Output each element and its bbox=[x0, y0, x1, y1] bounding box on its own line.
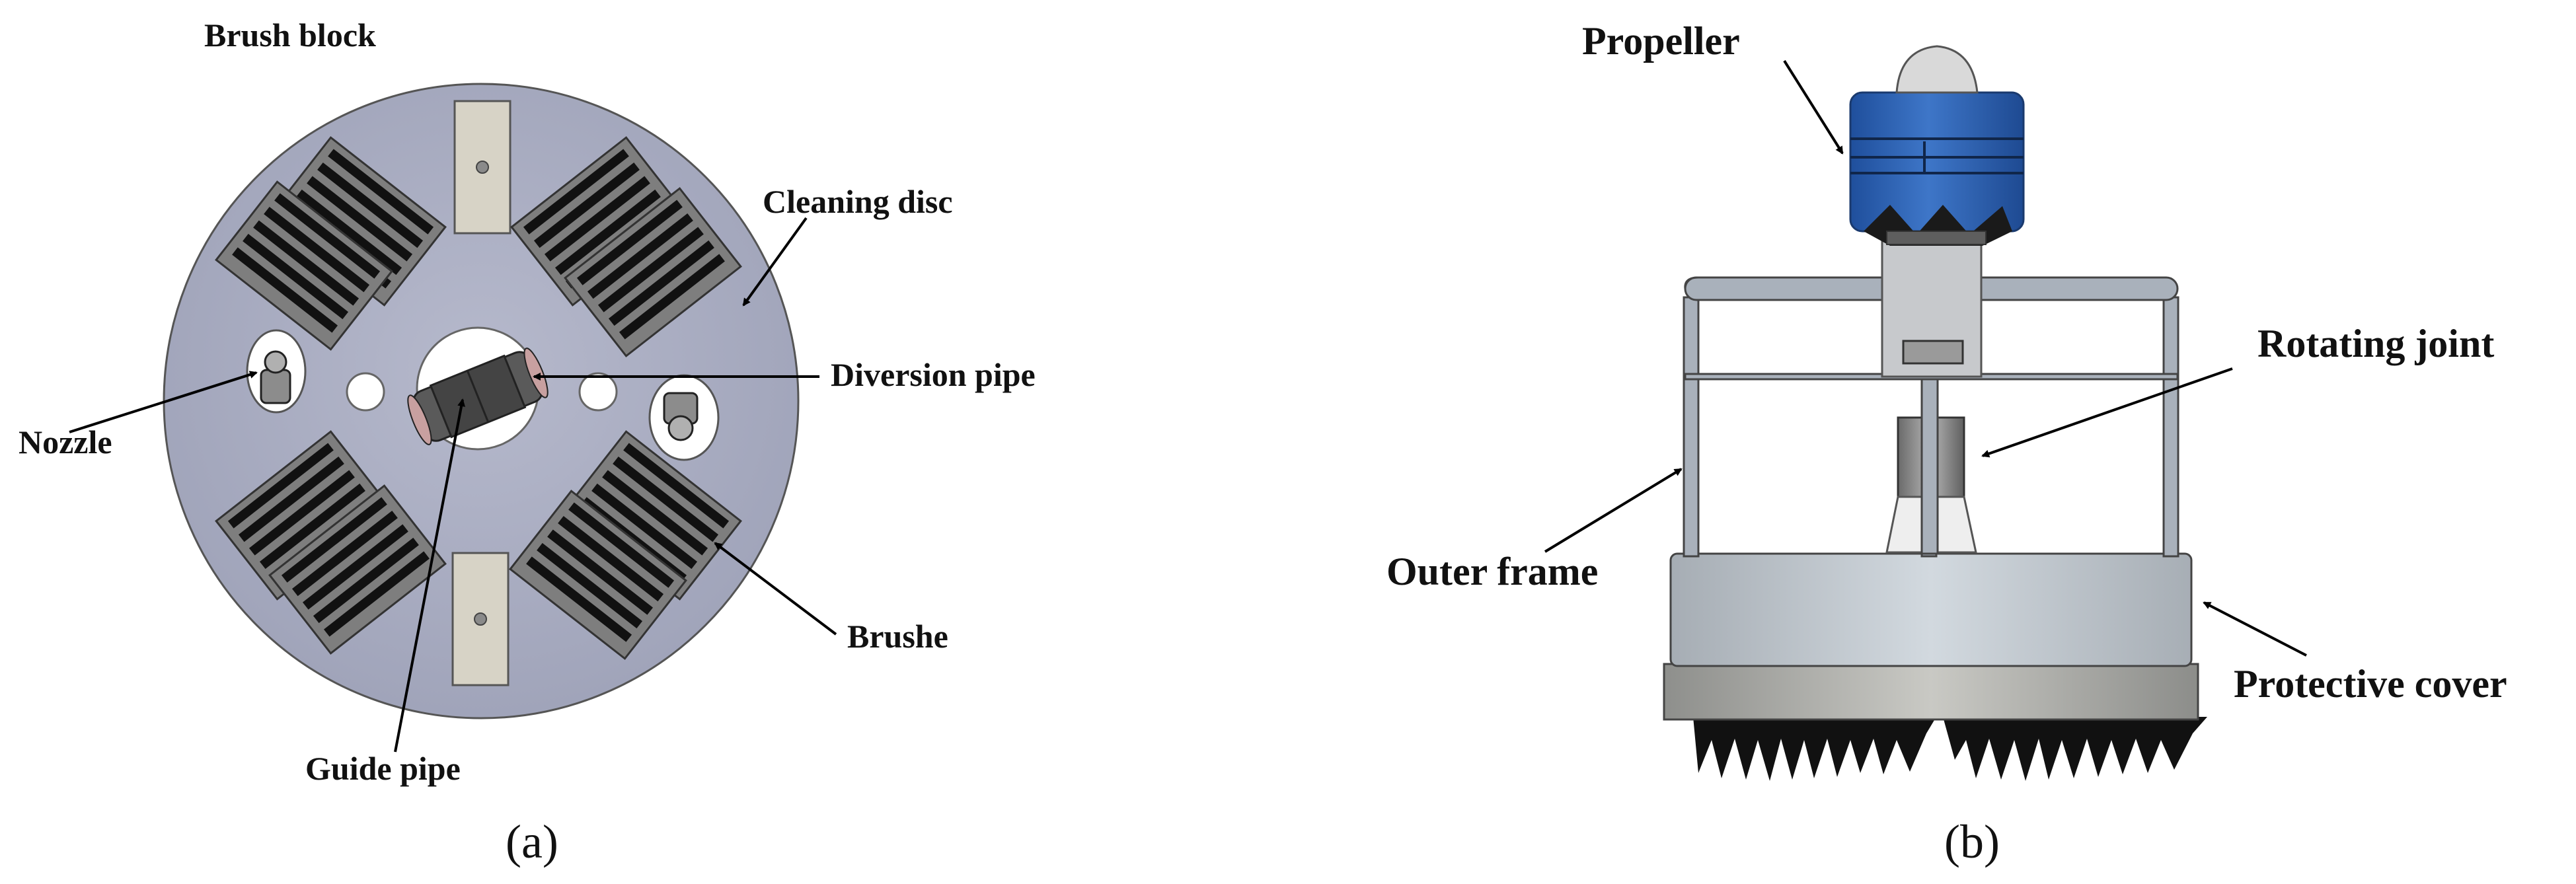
arrow-nozzle bbox=[69, 371, 258, 433]
nozzle-left bbox=[246, 329, 307, 414]
rotating-joint-shape bbox=[1885, 378, 1977, 555]
cover-body bbox=[1669, 552, 2193, 667]
disc-hole bbox=[346, 372, 385, 412]
label-brushe: Brushe bbox=[847, 618, 948, 655]
arrow-cleaning-disc bbox=[742, 217, 808, 307]
label-nozzle: Nozzle bbox=[19, 424, 112, 460]
bristles bbox=[1693, 717, 2207, 781]
cover-rim bbox=[1663, 663, 2199, 721]
panel-b: Propeller Rotating joint Outer frame Pro… bbox=[1386, 19, 2507, 868]
label-propeller: Propeller bbox=[1582, 19, 1740, 63]
nozzle-right bbox=[648, 374, 720, 461]
propeller-shape bbox=[1849, 45, 2025, 246]
bracket-bolts bbox=[1902, 340, 1964, 365]
label-cleaning-disc: Cleaning disc bbox=[763, 183, 953, 220]
label-protective-cover: Protective cover bbox=[2234, 662, 2507, 706]
brush-block-top bbox=[453, 100, 511, 235]
label-brush-block: Brush block bbox=[204, 17, 376, 54]
label-outer-frame: Outer frame bbox=[1386, 550, 1598, 593]
arrow-protective-cover bbox=[2203, 601, 2307, 657]
label-guide-pipe: Guide pipe bbox=[305, 750, 461, 787]
arrow-rotating-joint bbox=[1981, 367, 2233, 458]
caption-a: (a) bbox=[506, 815, 558, 868]
caption-b: (b) bbox=[1944, 815, 2000, 868]
arrow-propeller bbox=[1783, 59, 1844, 155]
brush-block-bottom bbox=[451, 552, 510, 686]
arrow-brushe bbox=[714, 542, 837, 636]
panel-a: Brush block Cleaning disc Diversion pipe… bbox=[19, 17, 1036, 868]
arrow-guide-pipe bbox=[394, 398, 466, 753]
central-pipe bbox=[407, 326, 549, 451]
disc-hole bbox=[578, 372, 618, 412]
arrow-outer-frame bbox=[1544, 468, 1683, 553]
label-diversion-pipe: Diversion pipe bbox=[831, 356, 1036, 393]
label-rotating-joint: Rotating joint bbox=[2257, 322, 2494, 365]
